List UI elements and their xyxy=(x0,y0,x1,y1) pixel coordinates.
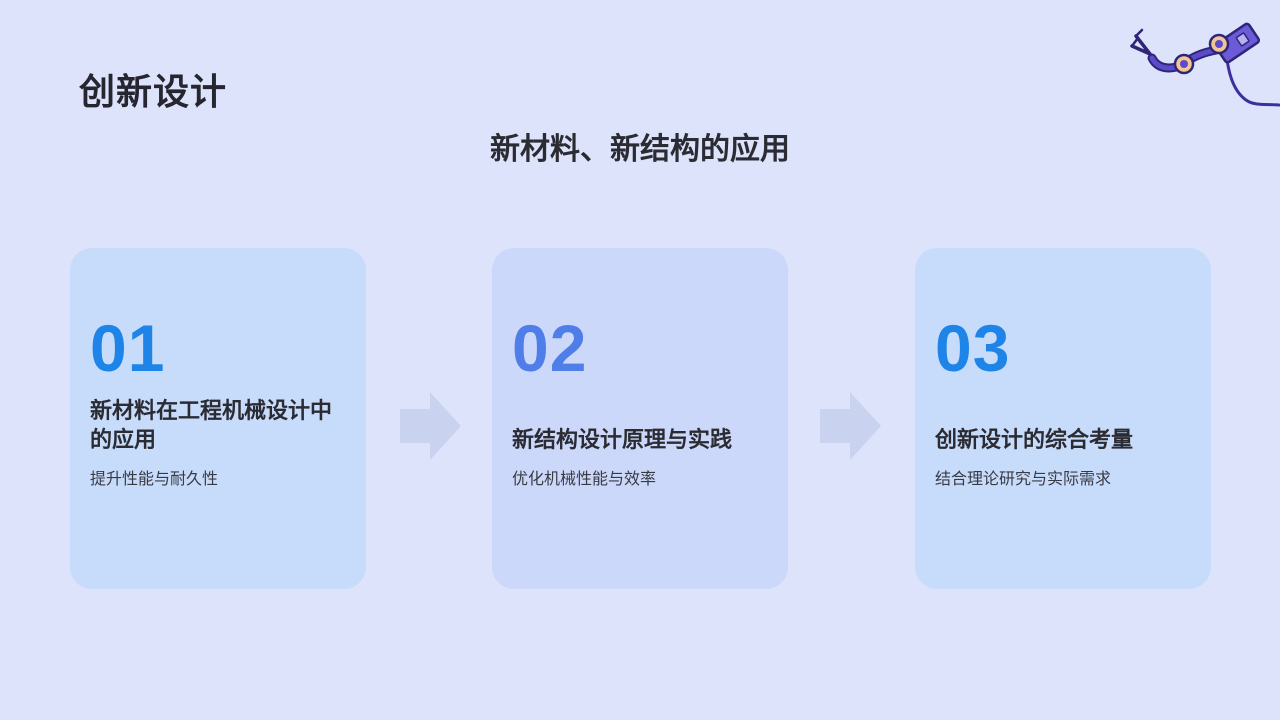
step-number: 01 xyxy=(90,311,166,385)
step-card-3: 03 创新设计的综合考量 结合理论研究与实际需求 xyxy=(915,248,1211,589)
arrow-right-icon xyxy=(400,392,461,460)
page-subtitle: 新材料、新结构的应用 xyxy=(490,132,790,167)
page-title: 创新设计 xyxy=(79,72,228,113)
step-description: 结合理论研究与实际需求 xyxy=(935,469,1112,488)
step-title: 新材料在工程机械设计中的应用 xyxy=(90,399,333,453)
step-title: 创新设计的综合考量 xyxy=(935,428,1134,453)
robot-arm-icon xyxy=(1130,22,1280,107)
step-number: 03 xyxy=(935,311,1011,385)
step-card-2: 02 新结构设计原理与实践 优化机械性能与效率 xyxy=(492,248,788,589)
step-description: 提升性能与耐久性 xyxy=(90,469,219,488)
step-title: 新结构设计原理与实践 xyxy=(512,428,733,453)
step-description: 优化机械性能与效率 xyxy=(512,469,657,488)
arrow-right-icon xyxy=(820,392,881,460)
step-card-1: 01 新材料在工程机械设计中的应用 提升性能与耐久性 xyxy=(70,248,366,589)
step-number: 02 xyxy=(512,311,588,385)
